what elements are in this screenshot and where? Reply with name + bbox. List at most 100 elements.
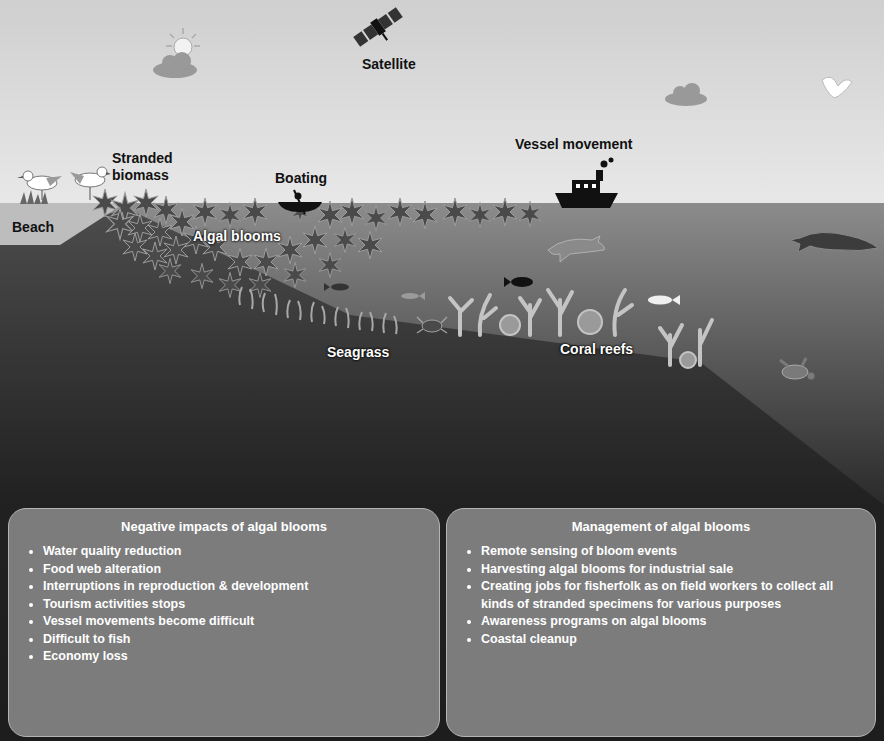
- panel-heading: Management of algal blooms: [461, 518, 861, 535]
- ship: [609, 158, 614, 163]
- algal-bloom-clusters: [493, 198, 517, 226]
- coral-reef: [520, 298, 540, 335]
- beach-gulls: [23, 171, 33, 181]
- algal-bloom-clusters: [164, 236, 188, 264]
- satellite-icon: [388, 7, 403, 23]
- algal-bloom-clusters: [388, 198, 412, 226]
- algal-bloom-clusters: [413, 201, 437, 229]
- turtle: [780, 358, 806, 366]
- fish-and-crab: [672, 295, 680, 305]
- bullet-item: Coastal cleanup: [481, 631, 861, 649]
- bullet-item: Remote sensing of bloom events: [481, 543, 861, 561]
- coral-reef: [614, 290, 632, 335]
- beach-gulls: [17, 176, 23, 178]
- turtle: [780, 358, 815, 380]
- panel-heading: Negative impacts of algal blooms: [23, 518, 425, 535]
- beach-gulls: [106, 172, 111, 175]
- illustration-label: Coral reefs: [560, 341, 633, 358]
- algal-bloom-clusters: [303, 226, 327, 254]
- beach-gulls: [46, 176, 62, 186]
- sun-cloud: [192, 34, 196, 38]
- sun-cloud: [182, 28, 184, 34]
- sky: [0, 0, 884, 205]
- coral-reef: [450, 298, 472, 335]
- fish-and-crab: [648, 296, 672, 305]
- seagrass: [239, 287, 396, 334]
- algal-bloom-clusters: [358, 231, 382, 259]
- illustration-label: Boating: [275, 170, 327, 187]
- sky: [0, 0, 884, 205]
- algal-bloom-clusters: [469, 202, 491, 227]
- fish-and-crab: [331, 284, 349, 291]
- info-panel: Negative impacts of algal bloomsWater qu…: [8, 508, 440, 737]
- turtle: [808, 373, 815, 380]
- turtle: [782, 365, 808, 379]
- dolphin: [548, 236, 604, 262]
- ship: [584, 184, 588, 188]
- beach-gulls: [97, 167, 107, 177]
- bullet-item: Harvesting algal blooms for industrial s…: [481, 561, 861, 579]
- illustration-label: Algal blooms: [193, 228, 281, 245]
- algal-bloom-clusters: [340, 198, 364, 226]
- boat: [294, 190, 305, 214]
- beach-gulls: [42, 190, 43, 200]
- satellite-icon: [383, 34, 388, 41]
- ship: [576, 184, 580, 188]
- whale: [790, 232, 878, 252]
- coral-reef: [480, 295, 496, 335]
- bullet-item: Food web alteration: [43, 561, 425, 579]
- algal-bloom-clusters: [318, 201, 342, 229]
- beach-gulls: [20, 190, 48, 204]
- fish-and-crab: [417, 317, 447, 333]
- coral-reef: [700, 320, 712, 365]
- sun-cloud: [173, 52, 191, 70]
- algal-bloom-clusters: [365, 205, 387, 230]
- ship: [601, 161, 608, 168]
- coral-reef: [500, 315, 520, 335]
- cloud-right: [684, 83, 700, 99]
- satellite-icon: [352, 6, 408, 55]
- fish-and-crab: [401, 293, 419, 299]
- sun-cloud: [194, 45, 200, 47]
- info-panel: Management of algal bloomsRemote sensing…: [446, 508, 876, 737]
- algal-bloom-clusters: [228, 248, 252, 276]
- sun-cloud: [153, 28, 200, 78]
- bullet-item: Tourism activities stops: [43, 596, 425, 614]
- ship: [555, 193, 618, 208]
- ship: [572, 180, 600, 193]
- illustration-label: Beach: [12, 219, 54, 236]
- fish-and-crab: [511, 277, 533, 287]
- ship: [592, 184, 596, 188]
- dolphin: [548, 236, 604, 262]
- fish-and-crab: [422, 320, 442, 332]
- algal-bloom-clusters: [193, 198, 217, 226]
- cloud-right: [665, 83, 707, 106]
- bullet-item: Awareness programs on algal blooms: [481, 613, 861, 631]
- illustration-label: Satellite: [362, 56, 416, 73]
- boat: [278, 190, 322, 214]
- algal-bloom-clusters: [284, 262, 306, 287]
- bullet-item: Difficult to fish: [43, 631, 425, 649]
- coral-reef: [548, 290, 572, 335]
- coral-reef: [450, 290, 712, 368]
- flying-bird: [822, 77, 852, 98]
- algal-bloom-clusters: [191, 263, 213, 288]
- algal-bloom-clusters: [148, 218, 172, 246]
- bullet-list: Remote sensing of bloom eventsHarvesting…: [461, 543, 861, 648]
- sea: [0, 210, 884, 741]
- algal-bloom-clusters: [519, 201, 541, 226]
- coral-reef: [680, 352, 696, 368]
- fish-and-crab: [324, 283, 330, 291]
- bullet-item: Creating jobs for fisherfolk as on field…: [481, 578, 861, 613]
- algal-bloom-clusters: [93, 189, 541, 298]
- sun-cloud: [166, 45, 172, 47]
- bullet-item: Interruptions in reproduction & developm…: [43, 578, 425, 596]
- ship: [555, 158, 618, 209]
- algal-bloom-clusters: [243, 198, 267, 226]
- bullet-list: Water quality reductionFood web alterati…: [23, 543, 425, 666]
- bullet-item: Water quality reduction: [43, 543, 425, 561]
- sun-cloud: [170, 34, 174, 38]
- sea: [0, 203, 884, 741]
- illustration-label: Vessel movement: [515, 136, 633, 153]
